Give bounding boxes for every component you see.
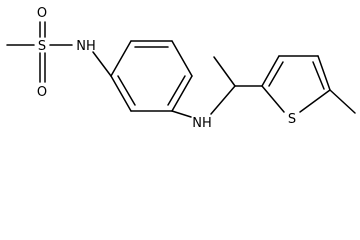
amine-nh-label: NH	[192, 116, 212, 131]
thiophene-bond-3	[317, 55, 331, 91]
n-ring-bond	[92, 51, 112, 77]
benzene-bond-3	[171, 75, 193, 112]
amide-nh-label: NH	[76, 39, 96, 54]
sulfonyl-o-bottom-label: O	[37, 85, 47, 100]
thiophene-bond-4	[299, 89, 331, 113]
ring-amine-bond	[171, 110, 192, 118]
ch-methyl-bond	[213, 56, 236, 87]
benzene-bond-4	[171, 40, 193, 77]
benzene-double-bond-2	[167, 75, 186, 106]
amine-ch-bond	[210, 85, 236, 115]
thiophene-double-bond-1	[268, 61, 284, 87]
benzene-bond-1	[110, 75, 132, 112]
thiophene-methyl-bond	[329, 89, 356, 114]
benzene-bond-6	[110, 40, 132, 77]
structure-canvas: S O O NH NH S	[6, 6, 356, 131]
molecule-drawing: S O O NH NH S	[6, 6, 356, 131]
thiophene-double-bond-2	[312, 61, 325, 90]
thiophene-bond-5	[261, 85, 285, 113]
sulfonyl-o-top-label: O	[37, 6, 47, 21]
benzene-double-bond-1	[117, 75, 136, 106]
thiophene-bond-1	[261, 55, 280, 87]
sulfonyl-s-label: S	[38, 39, 46, 54]
thiophene-s-label: S	[288, 112, 296, 127]
